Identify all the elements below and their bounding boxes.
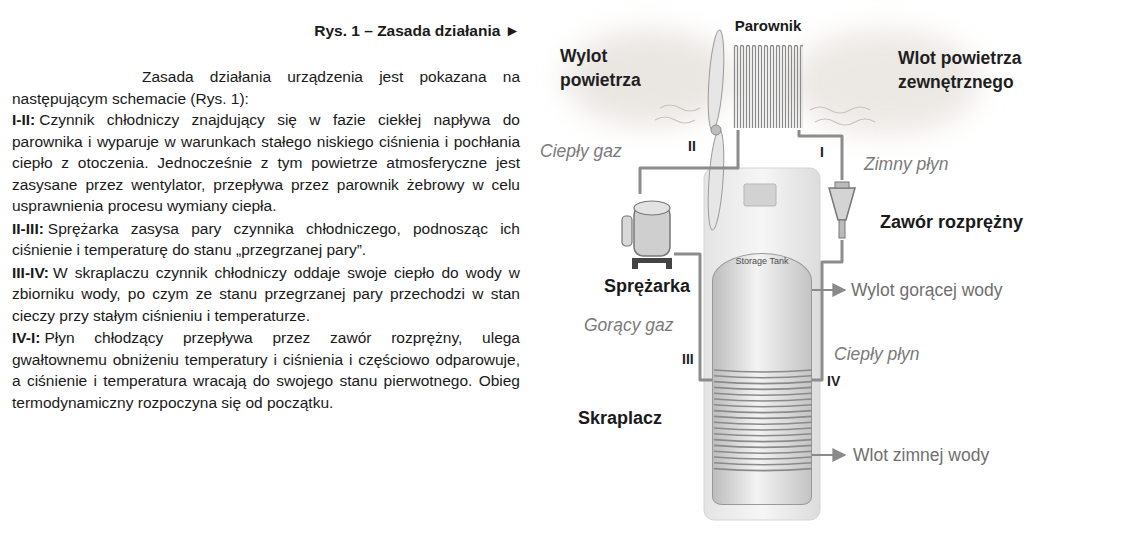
step-range: I-II: [12, 111, 35, 128]
compressor: Sprężarka [620, 194, 674, 270]
paragraph: II-III:Sprężarka zasysa pary czynnika ch… [12, 218, 520, 261]
component-label: Skraplacz [578, 406, 662, 430]
step-range: III-IV: [12, 264, 49, 281]
compressor-symbol [620, 194, 674, 270]
paragraph-text: Sprężarka zasysa pary czynnika chłodnicz… [12, 220, 520, 259]
component-label: Zawór rozprężny [880, 210, 1023, 234]
evaporator-coil [733, 42, 803, 130]
component-label: Sprężarka [600, 274, 694, 298]
paragraph-text: Płyn chłodzący przepływa przez zawór roz… [12, 329, 520, 411]
paragraph-text: Zasada działania urządzenia jest pokazan… [12, 68, 520, 107]
pipe-state-label: Zimny płyn [864, 152, 949, 176]
pipe-state-label: Ciepły gaz [540, 139, 622, 163]
cycle-point-number: I [820, 143, 824, 161]
refrigerant-pipe [640, 130, 738, 194]
fan-symbol [706, 30, 727, 231]
evaporator: Parownik [733, 42, 803, 130]
condenser: Skraplacz [713, 366, 811, 472]
component-label: Storage Tank [713, 256, 811, 267]
component-label: Parownik [723, 16, 813, 36]
air-inlet-label: Wlot powietrza zewnętrznego [898, 46, 1073, 94]
cycle-point-number: IV [827, 372, 840, 390]
paragraph: Zasada działania urządzenia jest pokazan… [12, 66, 520, 109]
hot-water-arrow [812, 289, 845, 291]
cold-water-arrow [812, 454, 845, 456]
water-inlet-label: Wlot zimnej wody [853, 443, 989, 467]
refrigerant-pipe [799, 130, 842, 180]
refrigerant-pipe [674, 254, 713, 380]
pipe-state-label: Ciepły płyn [834, 342, 920, 366]
air-outlet-label: Wylot powietrza [560, 44, 670, 92]
step-range: II-III: [12, 220, 44, 237]
expansion-valve: Zawór rozprężny [826, 180, 858, 240]
paragraph: III-IV:W skraplaczu czynnik chłodniczy o… [12, 262, 520, 327]
condenser-coil [713, 366, 813, 472]
cycle-point-number: III [682, 350, 694, 368]
control-display [744, 184, 776, 206]
unit-housing [704, 168, 820, 520]
step-range: IV-I: [12, 329, 40, 346]
storage-tank: Storage TankSkraplacz [712, 253, 812, 505]
paragraph: IV-I:Płyn chłodzący przepływa przez zawó… [12, 327, 520, 413]
description-column: Zasada działania urządzenia jest pokazan… [12, 66, 520, 414]
figure-title: Rys. 1 – Zasada działania ► [12, 22, 520, 40]
paragraph-text: Czynnik chłodniczy znajdujący się w fazi… [12, 111, 520, 214]
water-outlet-label: Wylot gorącej wody [851, 278, 1003, 302]
pipe-state-label: Gorący gaz [584, 313, 673, 337]
expansion-valve-symbol [826, 180, 858, 240]
paragraph: I-II:Czynnik chłodniczy znajdujący się w… [12, 109, 520, 217]
cycle-point-number: II [688, 137, 696, 155]
paragraph-text: W skraplaczu czynnik chłodniczy oddaje s… [12, 264, 520, 324]
